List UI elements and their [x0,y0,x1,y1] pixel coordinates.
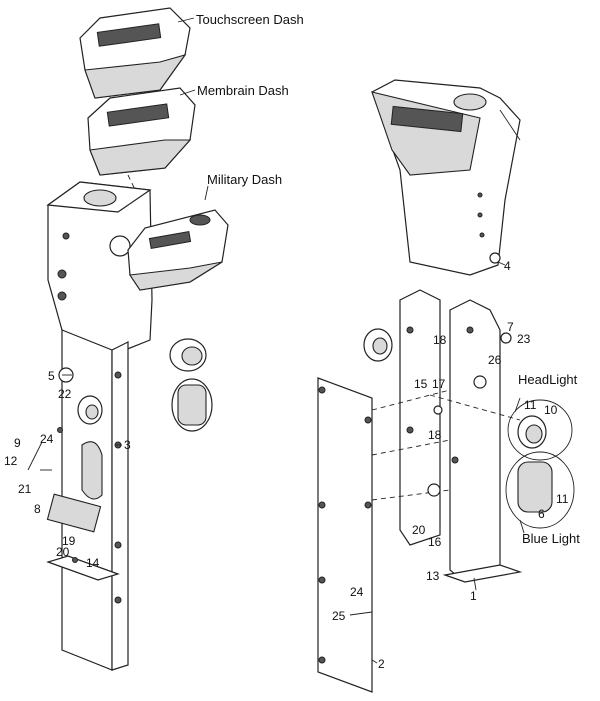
blue-light-label: Blue Light [522,531,580,546]
callout-8: 8 [34,502,41,516]
callout-20a: 20 [56,545,70,559]
callout-10: 10 [544,403,558,417]
touchscreen-dash-part [79,7,191,113]
callout-19: 19 [62,534,76,548]
callout-3: 3 [124,438,131,452]
callout-6: 6 [538,507,545,521]
membrain-dash-label: Membrain Dash [197,83,289,98]
callout-11a: 11 [524,398,537,412]
right-dash-housing [371,79,521,276]
callout-22: 22 [58,387,72,401]
callout-24a: 24 [40,432,54,446]
callout-25: 25 [332,609,346,623]
callout-18a: 18 [433,333,447,347]
military-dash-label: Military Dash [207,172,282,187]
touchscreen-dash-label: Touchscreen Dash [196,12,304,27]
left-mount-column [46,329,129,671]
callout-9: 9 [14,436,21,450]
left-dash-housing [46,181,153,361]
military-dash-part [127,209,229,291]
callout-1: 1 [470,589,477,603]
callout-12: 12 [4,454,18,468]
callout-16: 16 [428,535,442,549]
right-lights [349,328,575,616]
membrain-dash-part [87,87,196,201]
headlight-label: HeadLight [518,372,578,387]
callout-15: 15 [414,377,428,391]
callout-20b: 20 [412,523,426,537]
callout-24b: 24 [350,585,364,599]
callout-11b: 11 [556,492,569,506]
callout-2: 2 [378,657,385,671]
callout-7: 7 [507,320,514,334]
callout-23: 23 [517,332,531,346]
callout-21: 21 [18,482,32,496]
right-mount-column [317,289,523,693]
callout-18b: 18 [428,428,442,442]
callout-5: 5 [48,369,55,383]
callout-17: 17 [432,377,446,391]
callout-13: 13 [426,569,440,583]
left-lights [77,338,213,432]
callout-26: 26 [488,353,502,367]
leader-lines [62,17,525,664]
callout-14: 14 [86,556,100,570]
callout-4: 4 [504,259,511,273]
